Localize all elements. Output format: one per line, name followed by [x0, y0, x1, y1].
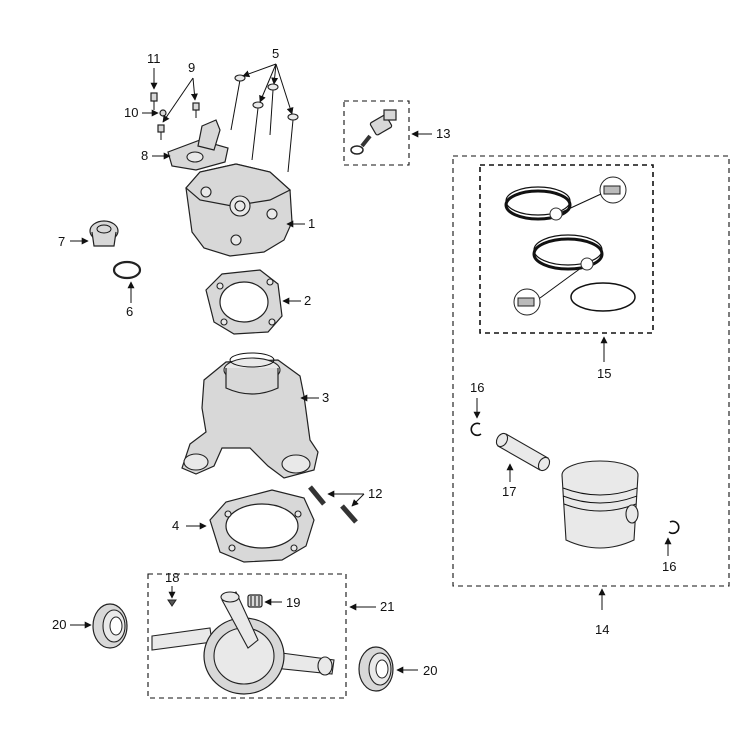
cylinder-head-bolts — [230, 74, 299, 173]
label-3: 3 — [322, 390, 329, 405]
head-gasket — [205, 269, 283, 335]
group-box-13 — [343, 100, 410, 166]
label-16-bottom: 16 — [662, 559, 676, 574]
piston-pin — [495, 432, 551, 472]
label-4: 4 — [172, 518, 179, 533]
base-gasket — [209, 489, 315, 563]
label-16-top: 16 — [470, 380, 484, 395]
circlip-left — [470, 422, 482, 437]
label-14: 14 — [595, 622, 609, 637]
cylinder-head — [185, 163, 293, 257]
label-20-right: 20 — [423, 663, 437, 678]
small-bolts-9-10-11 — [150, 92, 200, 140]
label-7: 7 — [58, 234, 65, 249]
dowel-pins — [308, 485, 358, 524]
cylinder-block — [181, 352, 319, 479]
label-2: 2 — [304, 293, 311, 308]
thermostat-cover — [167, 119, 229, 171]
label-18: 18 — [165, 570, 179, 585]
label-19: 19 — [286, 595, 300, 610]
temperature-sensor — [350, 109, 397, 155]
label-6: 6 — [126, 304, 133, 319]
label-9: 9 — [188, 60, 195, 75]
group-box-14 — [452, 155, 730, 587]
piston — [561, 460, 639, 549]
label-8: 8 — [141, 148, 148, 163]
needle-bearing — [247, 594, 263, 608]
label-20-left: 20 — [52, 617, 66, 632]
label-12: 12 — [368, 486, 382, 501]
main-bearing-left — [92, 603, 128, 649]
o-ring — [112, 260, 142, 280]
label-21: 21 — [380, 599, 394, 614]
label-11: 11 — [147, 51, 161, 66]
label-13: 13 — [436, 126, 450, 141]
main-bearing-right — [358, 646, 394, 692]
label-1: 1 — [308, 216, 315, 231]
thermostat — [89, 220, 119, 247]
group-box-21 — [147, 573, 347, 699]
piston-rings — [504, 176, 636, 316]
crankshaft — [151, 591, 335, 695]
circlip-right — [668, 520, 680, 535]
woodruff-key — [167, 599, 177, 607]
group-box-15 — [479, 164, 654, 334]
label-5: 5 — [272, 46, 279, 61]
label-15: 15 — [597, 366, 611, 381]
label-10: 10 — [124, 105, 138, 120]
label-17: 17 — [502, 484, 516, 499]
